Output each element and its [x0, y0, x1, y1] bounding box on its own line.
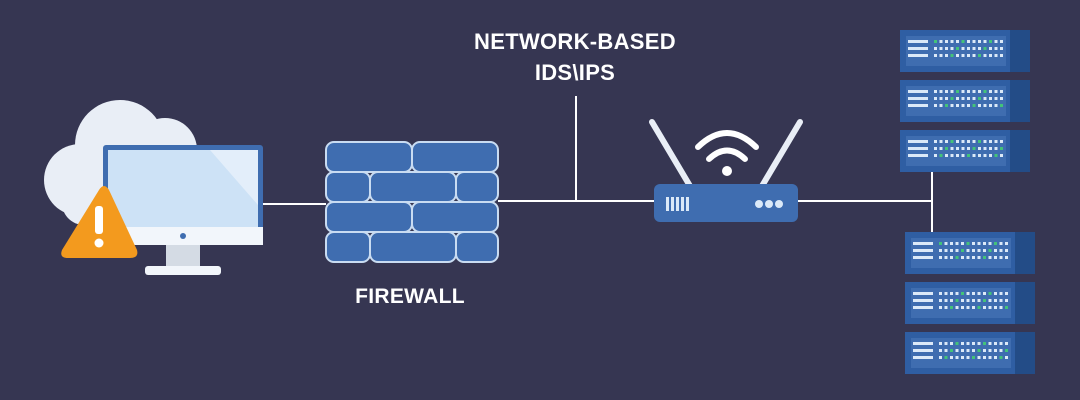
firewall-label: FIREWALL [355, 285, 465, 308]
connection-lines [262, 96, 933, 232]
ids-ips-label: NETWORK-BASED IDS\IPS [450, 26, 700, 88]
server-rack-bottom [905, 232, 1035, 374]
ids-ips-label-line1: NETWORK-BASED [474, 29, 676, 54]
brick-wall-icon [325, 141, 499, 263]
ids-ips-label-line2: IDS\IPS [534, 60, 616, 85]
server-unit-icon [905, 332, 1035, 374]
desktop-monitor-icon [103, 145, 263, 275]
server-stacks [900, 30, 1035, 374]
server-unit-icon [900, 130, 1030, 172]
wifi-router-icon [649, 119, 803, 222]
wifi-signal-icon [695, 130, 759, 162]
server-unit-icon [905, 232, 1035, 274]
server-unit-icon [900, 80, 1030, 122]
server-rack-top [900, 30, 1030, 172]
server-unit-icon [900, 30, 1030, 72]
warning-triangle-icon [61, 186, 138, 258]
server-unit-icon [905, 282, 1035, 324]
